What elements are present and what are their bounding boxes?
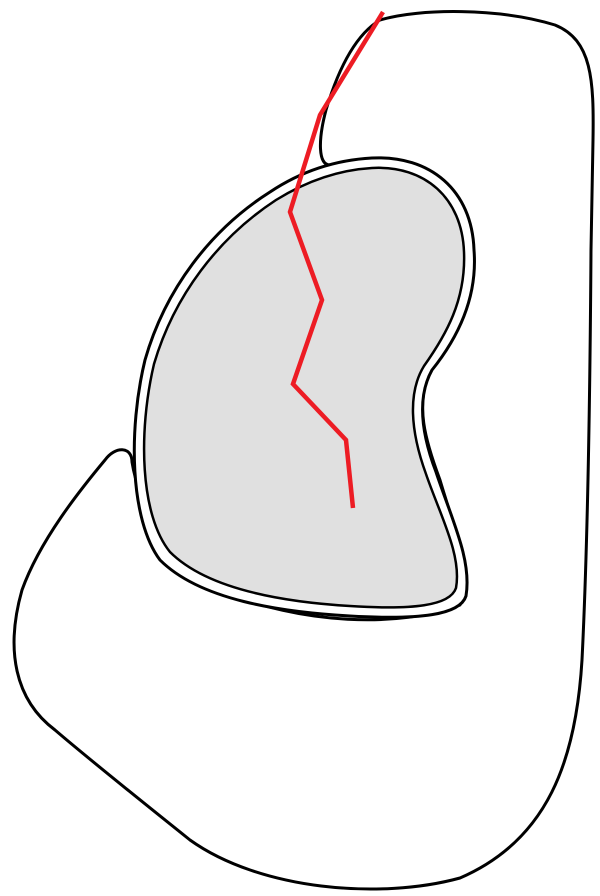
grey-kidney-core — [144, 168, 464, 608]
